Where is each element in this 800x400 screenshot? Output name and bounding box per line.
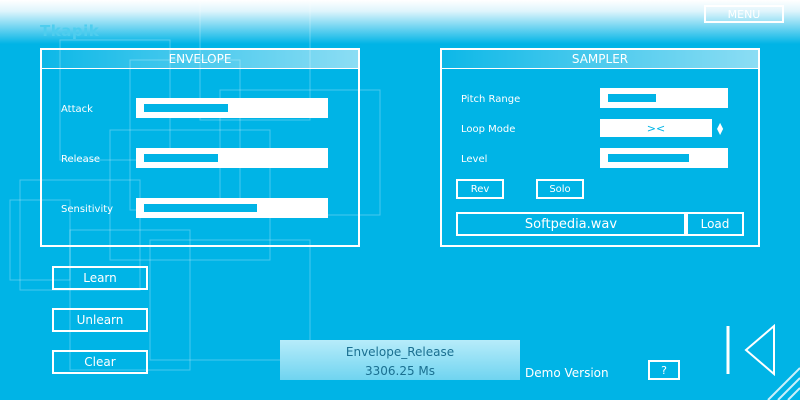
envelope-panel: ENVELOPE Attack Release Sensitivity [40, 48, 360, 247]
header-gradient [0, 0, 800, 44]
release-slider[interactable] [136, 148, 328, 168]
pitch-range-slider[interactable] [600, 88, 728, 108]
rev-button[interactable]: Rev [456, 179, 504, 199]
display-parameter-name: Envelope_Release [345, 345, 455, 359]
clear-button[interactable]: Clear [52, 350, 148, 374]
attack-label: Attack [61, 104, 93, 115]
level-level-bar [608, 154, 689, 162]
learn-button[interactable]: Learn [52, 266, 148, 290]
loop-mode-label: Loop Mode [461, 124, 516, 135]
attack-slider[interactable] [136, 98, 328, 118]
loop-mode-spin-icon[interactable]: ▲▼ [717, 121, 724, 136]
level-slider[interactable] [600, 148, 728, 168]
display-parameter-value: 3306.25 Ms [364, 364, 436, 378]
menu-button[interactable]: MENU [704, 5, 784, 23]
sensitivity-slider[interactable] [136, 198, 328, 218]
parameter-display: Envelope_Release 3306.25 Ms [280, 340, 520, 380]
sampler-panel: SAMPLER Pitch Range Loop Mode >< ▲▼ Leve… [440, 48, 760, 247]
pitch-range-label: Pitch Range [461, 94, 521, 105]
release-label: Release [61, 154, 101, 165]
demo-version-label: Demo Version [525, 366, 609, 380]
release-level-bar [144, 154, 218, 162]
app-title: Tkapik [40, 22, 100, 40]
attack-level-bar [144, 104, 228, 112]
sampler-panel-title: SAMPLER [442, 50, 758, 69]
corner-decoration [767, 367, 800, 400]
envelope-panel-title: ENVELOPE [42, 50, 358, 69]
load-button[interactable]: Load [686, 212, 744, 236]
sensitivity-level-bar [144, 204, 257, 212]
help-button[interactable]: ? [648, 360, 680, 380]
solo-button[interactable]: Solo [536, 179, 584, 199]
unlearn-button[interactable]: Unlearn [52, 308, 148, 332]
loop-mode-select[interactable]: >< [600, 119, 712, 137]
sample-file-field[interactable]: Softpedia.wav [456, 212, 686, 236]
skip-back-icon[interactable] [724, 324, 780, 376]
level-label: Level [461, 154, 488, 165]
pitch-range-level-bar [608, 94, 656, 102]
sensitivity-label: Sensitivity [61, 204, 114, 215]
